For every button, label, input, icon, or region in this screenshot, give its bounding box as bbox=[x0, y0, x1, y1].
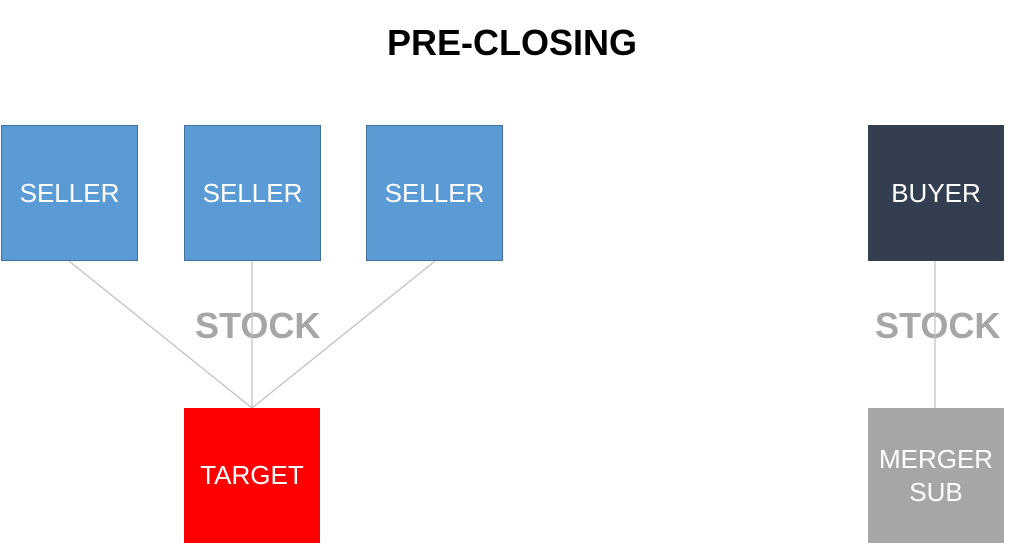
left-stock-label: STOCK bbox=[195, 305, 321, 346]
buyer-box-label: BUYER bbox=[891, 177, 981, 208]
target-box: TARGET bbox=[184, 408, 320, 543]
seller-box-1-label: SELLER bbox=[19, 177, 120, 208]
seller-box-3-label: SELLER bbox=[384, 177, 485, 208]
diagram-title: PRE-CLOSING bbox=[386, 22, 637, 63]
merger-sub-label-line2: SUB bbox=[909, 476, 963, 507]
merger-sub-box: MERGER SUB bbox=[868, 408, 1004, 543]
seller-box-3: SELLER bbox=[366, 125, 503, 261]
right-stock-label: STOCK bbox=[875, 305, 1001, 346]
seller-box-2-label: SELLER bbox=[202, 177, 303, 208]
buyer-box: BUYER bbox=[868, 125, 1004, 261]
merger-sub-label-line1: MERGER bbox=[878, 444, 994, 474]
seller-1-to-target-line bbox=[68, 260, 253, 409]
seller-box-2: SELLER bbox=[184, 125, 321, 261]
seller-box-1: SELLER bbox=[1, 125, 138, 261]
seller-3-to-target-line bbox=[251, 260, 436, 409]
target-box-label: TARGET bbox=[200, 460, 304, 491]
